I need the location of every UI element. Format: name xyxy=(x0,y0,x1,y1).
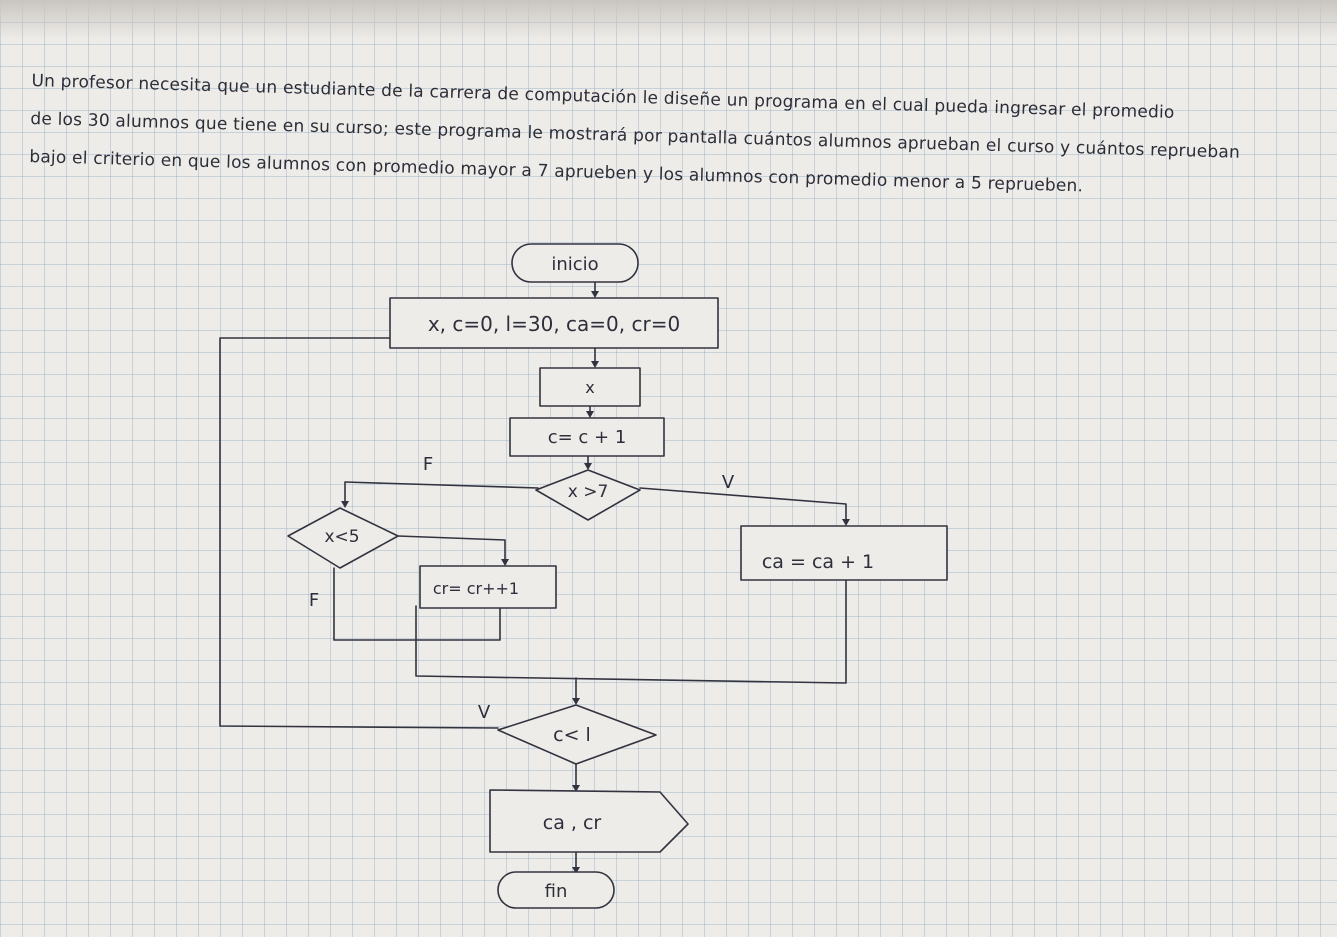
pass-action-box: ca = ca + 1 xyxy=(740,525,948,581)
start-terminator: inicio xyxy=(511,243,639,283)
init-label: x, c=0, l=30, ca=0, cr=0 xyxy=(428,312,680,336)
decision-loop: c< l xyxy=(497,704,657,765)
counter-box: c= c + 1 xyxy=(509,417,665,457)
init-process-box: x, c=0, l=30, ca=0, cr=0 xyxy=(389,297,719,349)
decision-fail: x<5 xyxy=(287,507,399,569)
decision-pass: x >7 xyxy=(535,469,641,521)
start-label: inicio xyxy=(551,254,598,275)
loop-true-label: V xyxy=(478,702,491,723)
fail-action-box: cr= cr++1 xyxy=(419,565,557,609)
pass-false-label: F xyxy=(423,454,433,475)
decision-pass-label: x >7 xyxy=(568,482,609,502)
pass-action-label: ca = ca + 1 xyxy=(762,551,874,573)
fail-action-label: cr= cr++1 xyxy=(433,579,519,598)
output-display: ca , cr xyxy=(489,789,689,853)
input-box: x xyxy=(539,367,641,407)
end-terminator: fin xyxy=(497,871,615,909)
output-label: ca , cr xyxy=(543,812,602,834)
counter-label: c= c + 1 xyxy=(548,427,627,448)
decision-loop-label: c< l xyxy=(553,724,591,746)
fail-false-label: F xyxy=(309,590,319,611)
decision-fail-label: x<5 xyxy=(324,527,359,547)
end-label: fin xyxy=(545,881,568,902)
input-label: x xyxy=(585,378,594,397)
connectors xyxy=(219,281,850,874)
pass-true-label: V xyxy=(722,472,735,493)
